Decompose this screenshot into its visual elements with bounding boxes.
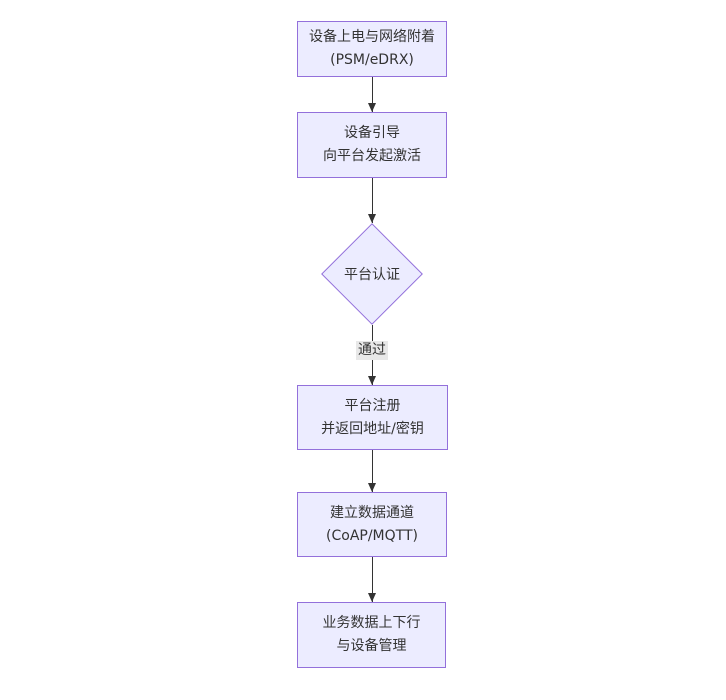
arrowhead-down-icon [368, 103, 376, 112]
edge-arrow-2 [368, 178, 376, 223]
node-text-line: 设备引导 [344, 125, 400, 141]
arrowhead-down-icon [368, 214, 376, 223]
edge-arrow-4 [368, 450, 376, 492]
arrowhead-down-icon [368, 593, 376, 602]
node-text-line: 与设备管理 [336, 638, 407, 654]
node-text-line: (CoAP/MQTT) [326, 527, 418, 544]
node-text-line: 业务数据上下行 [322, 615, 421, 631]
flow-node-register: 平台注册 并返回地址/密钥 [297, 385, 448, 450]
arrowhead-down-icon [368, 376, 376, 385]
node-text-line: 平台认证 [344, 267, 400, 283]
edge-arrow-5 [368, 557, 376, 602]
flow-node-data-channel: 建立数据通道 (CoAP/MQTT) [297, 492, 447, 557]
node-text-line: 并返回地址/密钥 [321, 420, 424, 437]
edge-label-pass: 通过 [356, 341, 388, 360]
flow-node-platform-auth: 平台认证 [321, 223, 423, 325]
flow-node-business: 业务数据上下行 与设备管理 [297, 602, 446, 668]
node-text-line: 向平台发起激活 [323, 148, 421, 164]
node-text-line: 建立数据通道 [330, 504, 414, 521]
flow-node-power-attach: 设备上电与网络附着 (PSM/eDRX) [297, 21, 447, 77]
flow-node-bootstrap: 设备引导 向平台发起激活 [297, 112, 447, 178]
arrowhead-down-icon [368, 483, 376, 492]
node-text-line: (PSM/eDRX) [330, 52, 414, 68]
node-text-line: 设备上电与网络附着 [309, 29, 435, 45]
edge-arrow-1 [368, 77, 376, 112]
node-text-line: 平台注册 [344, 397, 401, 414]
